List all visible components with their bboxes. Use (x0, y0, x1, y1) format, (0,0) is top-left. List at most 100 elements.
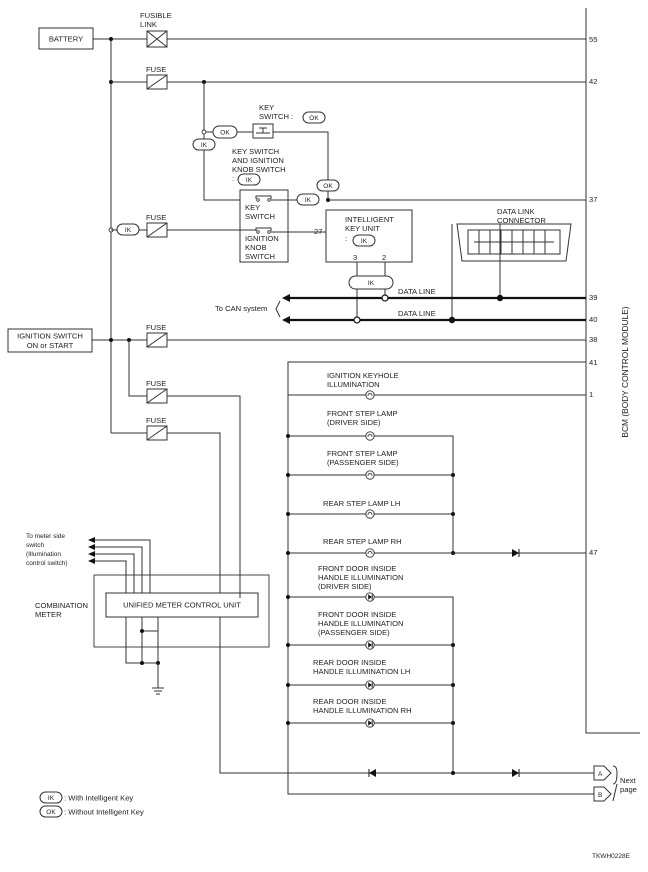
lamp-rear-door-lh: REAR DOOR INSIDE HANDLE ILLUMINATION LH (286, 658, 455, 690)
fuse-42: FUSE (111, 65, 586, 201)
lamp-fdd-label-3: (DRIVER SIDE) (318, 582, 372, 591)
combination-meter: UNIFIED METER CONTROL UNIT COMBINATION M… (35, 574, 270, 695)
ik-badge-iku: IK (361, 238, 368, 245)
bcm-terminals: 55 42 37 39 40 38 41 1 47 (589, 35, 597, 557)
data-line-40-label: DATA LINE (398, 309, 436, 318)
lamp-keyhole-label-1: IGNITION KEYHOLE (327, 371, 399, 380)
ignition-knob-label-3: SWITCH (245, 252, 275, 261)
meter-side-3: (Illumination (26, 551, 61, 558)
lamp-front-door-passenger: FRONT DOOR INSIDE HANDLE ILLUMINATION (P… (286, 610, 455, 650)
battery: BATTERY (38, 27, 94, 50)
legend: IK : With Intelligent Key OK : Without I… (39, 791, 144, 818)
bulb-icon (365, 470, 375, 480)
meter-side-2: switch (26, 542, 44, 549)
terminal-37: 37 (589, 195, 597, 204)
lamp-rear-door-rh: REAR DOOR INSIDE HANDLE ILLUMINATION RH (286, 697, 455, 728)
key-switch-box: KEY SWITCH IGNITION KNOB SWITCH (239, 189, 297, 263)
bulb-icon (365, 548, 375, 558)
lamp-keyhole-label-2: ILLUMINATION (327, 380, 380, 389)
led-icon (365, 592, 375, 602)
can-data-lines: To CAN system DATA LINE DATA LINE (215, 287, 586, 324)
connector-a: A (598, 771, 603, 778)
terminal-41: 41 (589, 358, 597, 367)
lamp-fdd-label-2: HANDLE ILLUMINATION (318, 573, 404, 582)
lamp-rdr-label-2: HANDLE ILLUMINATION RH (313, 706, 412, 715)
terminal-38: 38 (589, 335, 597, 344)
lamp-keyhole: IGNITION KEYHOLE ILLUMINATION (288, 371, 399, 400)
lamp-fdp-label-3: (PASSENGER SIDE) (318, 628, 390, 637)
ignition-knob-label-2: KNOB (245, 243, 267, 252)
key-switch-knob-label: KEY SWITCH AND IGNITION KNOB SWITCH : IK (232, 147, 286, 186)
lamp-fsd-label-2: (DRIVER SIDE) (327, 418, 381, 427)
combination-meter-label-2: METER (35, 610, 62, 619)
ks-knob-line-4: : (232, 174, 234, 183)
key-switch-ok-branch: OK KEY SWITCH : OK (201, 103, 329, 180)
ign-label-2: ON or START (27, 341, 74, 350)
fusible-link: FUSIBLE LINK (140, 11, 586, 48)
legend-ik: : With Intelligent Key (64, 794, 133, 803)
connector-b: B (598, 792, 602, 799)
lamp-rear-step-rh: REAR STEP LAMP RH (286, 537, 453, 558)
bulb-icon (365, 390, 375, 400)
ok-badge: OK (220, 130, 230, 137)
data-line-39-label: DATA LINE (398, 287, 436, 296)
ik-badge-fuse: IK (125, 227, 132, 234)
terminal-47: 47 (589, 548, 597, 557)
fuse-meter: FUSE (146, 379, 241, 598)
led-icon (365, 640, 375, 650)
unified-meter-label: UNIFIED METER CONTROL UNIT (123, 601, 241, 610)
lamp-fdp-label-1: FRONT DOOR INSIDE (318, 610, 396, 619)
fuse-ik-label: FUSE (146, 213, 166, 222)
ks-knob-line-3: KNOB SWITCH (232, 165, 286, 174)
fuse-meter-label: FUSE (146, 379, 166, 388)
fuse-42-label: FUSE (146, 65, 166, 74)
key-switch-label-1: KEY (245, 203, 260, 212)
fuse-38: FUSE (146, 323, 586, 348)
lamp-fdp-label-2: HANDLE ILLUMINATION (318, 619, 404, 628)
meter-side-1: To meter side (26, 533, 65, 540)
next-page-connectors: A B Next page (593, 765, 637, 802)
terminal-42: 42 (589, 77, 597, 86)
bcm-label: BCM (BODY CONTROL MODULE) (620, 306, 630, 437)
combination-meter-label-1: COMBINATION (35, 601, 88, 610)
ks-knob-line-1: KEY SWITCH (232, 147, 279, 156)
meter-side-4: control switch) (26, 560, 68, 567)
ik-badge-knob: IK (246, 177, 253, 184)
iku-label-1: INTELLIGENT (345, 215, 394, 224)
ok-badge-37-text: OK (323, 183, 333, 190)
lamp-front-door-driver: FRONT DOOR INSIDE HANDLE ILLUMINATION (D… (286, 564, 404, 602)
lamp-front-step-passenger: FRONT STEP LAMP (PASSENGER SIDE) (286, 449, 455, 480)
dlc-label-1: DATA LINK (497, 207, 535, 216)
meter-side-switch: To meter side switch (Illumination contr… (26, 533, 151, 593)
legend-ok-badge: OK (46, 809, 56, 816)
terminal-27: 27 (314, 227, 322, 236)
lamp-rear-step-lh: REAR STEP LAMP LH (286, 499, 455, 519)
legend-ok: : Without Intelligent Key (64, 808, 144, 817)
terminal-3: 3 (353, 253, 357, 262)
data-link-connector: DATA LINK CONNECTOR (451, 207, 572, 320)
next-page-2: page (620, 785, 637, 794)
lamp-rdl-label-2: HANDLE ILLUMINATION LH (313, 667, 410, 676)
key-switch-label-2: SWITCH (245, 212, 275, 221)
led-icon (365, 680, 375, 690)
battery-label: BATTERY (49, 35, 83, 44)
terminal-39: 39 (589, 293, 597, 302)
lamp-rsr-label: REAR STEP LAMP RH (323, 537, 402, 546)
fuse-ik: IK FUSE (108, 213, 326, 238)
lamp-rsl-label: REAR STEP LAMP LH (323, 499, 400, 508)
fuse-38-label: FUSE (146, 323, 166, 332)
legend-ik-badge: IK (48, 795, 55, 802)
lamp-fdd-label-1: FRONT DOOR INSIDE (318, 564, 396, 573)
fuse-lower-label: FUSE (146, 416, 166, 425)
ignition-knob-label-1: IGNITION (245, 234, 279, 243)
bulb-icon (365, 431, 375, 441)
iku-label-2: KEY UNIT (345, 224, 380, 233)
bcm-module: BCM (BODY CONTROL MODULE) (585, 8, 640, 734)
lamp-rdr-label-1: REAR DOOR INSIDE (313, 697, 386, 706)
ks-knob-line-2: AND IGNITION (232, 156, 284, 165)
terminal-2: 2 (382, 253, 386, 262)
lamp-rdl-label-1: REAR DOOR INSIDE (313, 658, 386, 667)
lamp-fsp-label-2: (PASSENGER SIDE) (327, 458, 399, 467)
battery-bus (93, 37, 147, 433)
